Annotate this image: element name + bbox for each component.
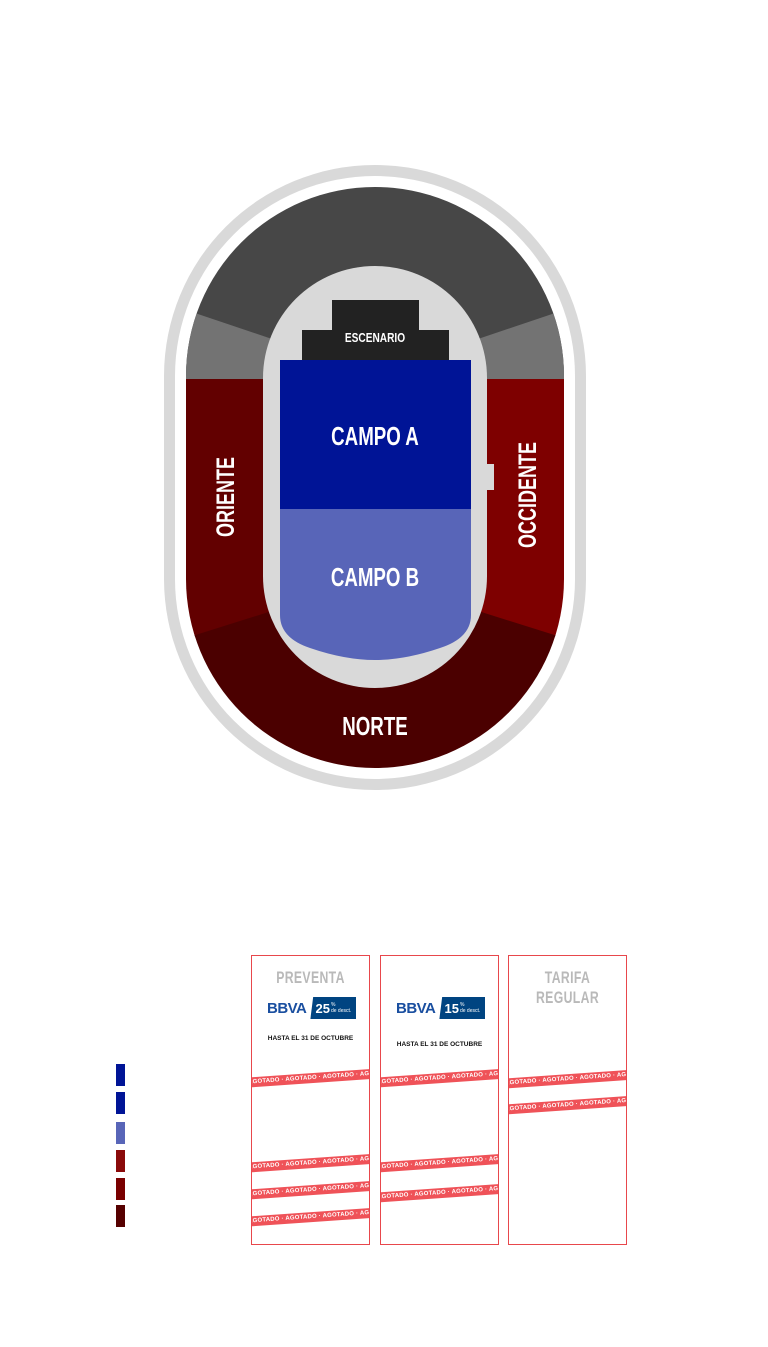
stage-label: ESCENARIO xyxy=(345,331,405,345)
norte-label: NORTE xyxy=(342,711,407,741)
section-norte[interactable] xyxy=(186,610,564,780)
sold-out-ribbon: AGOTADO · AGOTADO · AGOTADO · AGOTADO · … xyxy=(509,1069,626,1089)
legend-swatch xyxy=(116,1205,125,1227)
discount-value: 25 xyxy=(315,1000,330,1016)
card-title-line2: REGULAR xyxy=(535,988,600,1007)
sold-out-ribbon: AGOTADO · AGOTADO · AGOTADO · AGOTADO · … xyxy=(252,1207,369,1227)
legend-swatch xyxy=(116,1178,125,1200)
card-title: TARIFA REGULAR xyxy=(525,968,609,1008)
legend-swatch xyxy=(116,1092,125,1114)
sold-out-ribbon: AGOTADO · AGOTADO · AGOTADO · AGOTADO · … xyxy=(381,1183,498,1203)
bbva-logo: BBVA xyxy=(267,999,307,1017)
section-occidente[interactable] xyxy=(475,379,564,640)
stage xyxy=(302,330,449,362)
bbva-discount-badge: BBVA 25 %de desct. xyxy=(267,997,357,1019)
legend-swatch xyxy=(116,1064,125,1086)
card-title-line1: TARIFA xyxy=(544,968,591,987)
discount-badge: 25 %de desct. xyxy=(310,997,357,1019)
price-card-bbva-15: BBVA 15 %de desct. HASTA EL 31 DE OCTUBR… xyxy=(380,955,499,1245)
discount-suffix: %de desct. xyxy=(459,1002,481,1014)
bbva-logo: BBVA xyxy=(396,999,436,1017)
section-campo-b[interactable] xyxy=(280,509,471,660)
stage-top xyxy=(332,300,419,332)
section-campo-a[interactable] xyxy=(280,360,471,509)
legend-swatch xyxy=(116,1150,125,1172)
campo-b-label: CAMPO B xyxy=(331,562,419,592)
section-upper-left[interactable] xyxy=(186,310,275,380)
valid-until: HASTA EL 31 DE OCTUBRE xyxy=(396,1041,483,1048)
stadium-map: ESCENARIO CAMPO A CAMPO B NORTE ORIENTE … xyxy=(164,165,586,790)
occidente-label: OCCIDENTE xyxy=(513,442,542,548)
campo-a-label: CAMPO A xyxy=(331,421,419,451)
field-notch xyxy=(485,464,494,490)
sold-out-ribbon: AGOTADO · AGOTADO · AGOTADO · AGOTADO · … xyxy=(252,1153,369,1173)
bbva-discount-badge: BBVA 15 %de desct. xyxy=(396,997,486,1019)
discount-value: 15 xyxy=(444,1000,459,1016)
section-upper-right[interactable] xyxy=(475,310,564,380)
legend-swatch xyxy=(116,1122,125,1144)
sold-out-ribbon: AGOTADO · AGOTADO · AGOTADO · AGOTADO · … xyxy=(252,1068,369,1088)
discount-badge: 15 %de desct. xyxy=(439,997,486,1019)
card-title: PREVENTA xyxy=(276,968,345,987)
valid-until: HASTA EL 31 DE OCTUBRE xyxy=(267,1035,354,1042)
sold-out-ribbon: AGOTADO · AGOTADO · AGOTADO · AGOTADO · … xyxy=(381,1153,498,1173)
sold-out-ribbon: AGOTADO · AGOTADO · AGOTADO · AGOTADO · … xyxy=(381,1068,498,1088)
oriente-label: ORIENTE xyxy=(211,457,240,537)
section-oriente[interactable] xyxy=(186,379,275,640)
discount-suffix: %de desct. xyxy=(330,1002,352,1014)
price-card-preventa: PREVENTA BBVA 25 %de desct. HASTA EL 31 … xyxy=(251,955,370,1245)
sold-out-ribbon: AGOTADO · AGOTADO · AGOTADO · AGOTADO · … xyxy=(252,1180,369,1200)
price-card-tarifa-regular: TARIFA REGULAR AGOTADO · AGOTADO · AGOTA… xyxy=(508,955,627,1245)
sold-out-ribbon: AGOTADO · AGOTADO · AGOTADO · AGOTADO · … xyxy=(509,1095,626,1115)
